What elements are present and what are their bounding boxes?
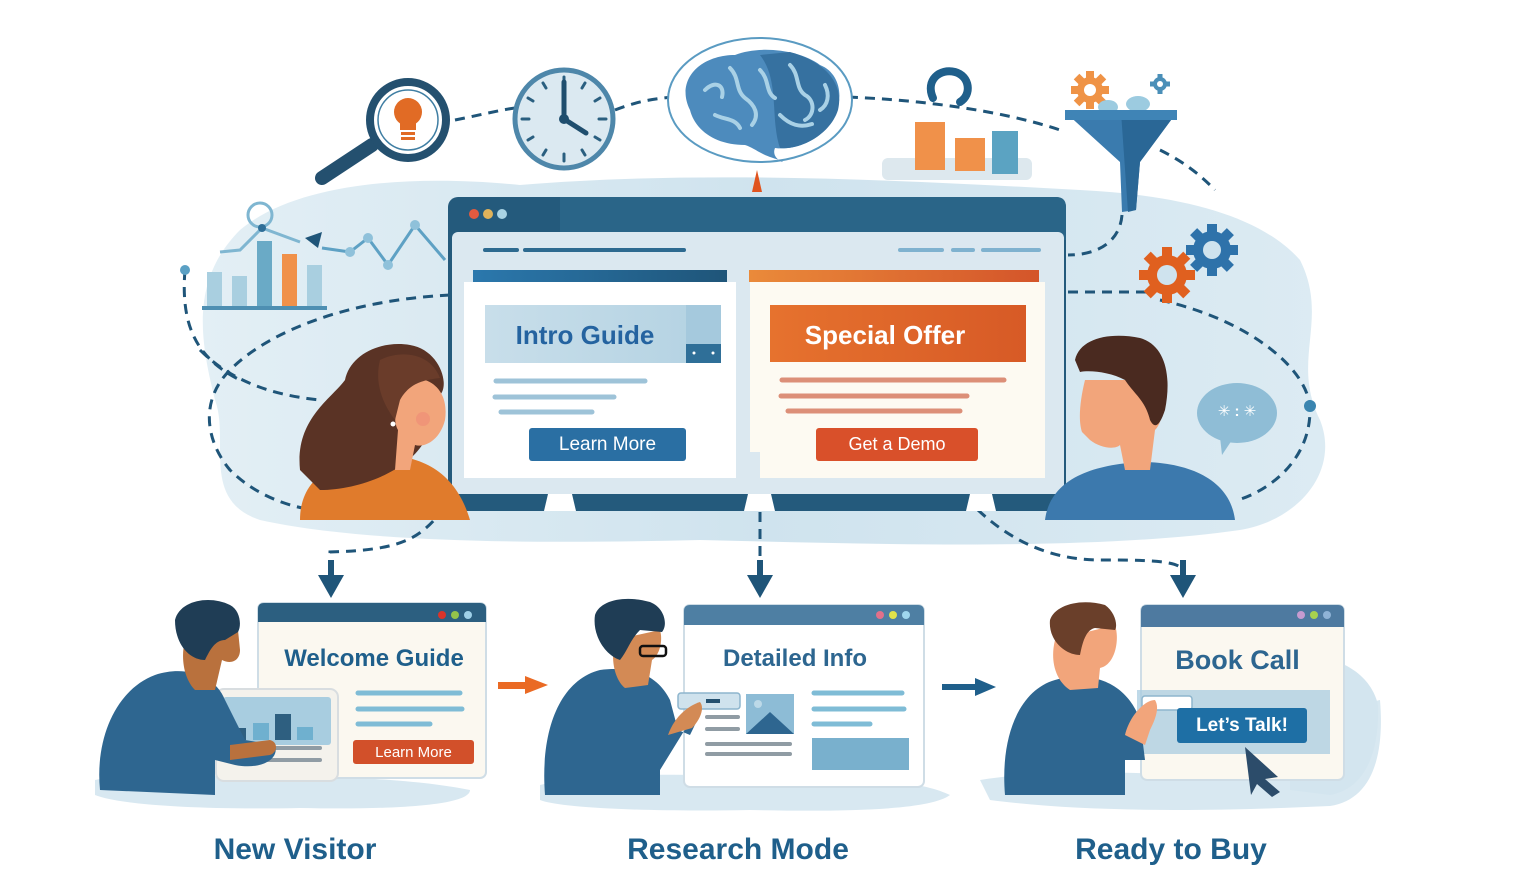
get-a-demo-button[interactable]: Get a Demo	[816, 428, 978, 461]
stage1-illustration	[99, 600, 487, 795]
stage-label-new-visitor: New Visitor	[213, 833, 377, 866]
connector-dot	[1304, 400, 1316, 412]
window-dot-yellow	[483, 209, 493, 219]
gears-icon	[1139, 224, 1238, 303]
stage1-learn-more-button[interactable]: Learn More	[353, 740, 474, 764]
stage2-illustration	[544, 598, 925, 795]
book-call-title: Book Call	[1175, 645, 1300, 675]
intro-guide-title: Intro Guide	[515, 319, 655, 350]
special-offer-title: Special Offer	[804, 319, 966, 350]
bar-chart-icon	[882, 67, 1032, 180]
stage-arrow-2	[942, 678, 996, 696]
window-dot-blue	[497, 209, 507, 219]
clock-icon	[512, 67, 616, 171]
stage-label-ready-to-buy: Ready to Buy	[1075, 833, 1267, 866]
learn-more-button[interactable]: Learn More	[529, 428, 686, 461]
connector-dot	[180, 265, 190, 275]
line-chart-icon	[202, 201, 447, 310]
lets-talk-button[interactable]: Let’s Talk!	[1177, 708, 1307, 743]
window-dot-red	[469, 209, 479, 219]
down-arrows	[318, 560, 1196, 598]
welcome-guide-title: Welcome Guide	[284, 645, 464, 672]
stage3-illustration	[1004, 602, 1345, 797]
magnifier-lightbulb-icon	[315, 78, 450, 185]
brain-icon	[667, 37, 853, 163]
detailed-info-title: Detailed Info	[722, 645, 867, 672]
speech-bubble-text: ✳ : ✳	[1217, 403, 1257, 420]
funnel-icon	[1065, 71, 1177, 212]
stage-label-research-mode: Research Mode	[627, 833, 849, 866]
speech-bubble-icon	[1197, 383, 1277, 455]
pointer-triangle-icon	[752, 170, 762, 192]
woman-avatar	[299, 344, 470, 520]
man-avatar	[1045, 335, 1235, 520]
stage-arrow-1	[498, 676, 548, 694]
